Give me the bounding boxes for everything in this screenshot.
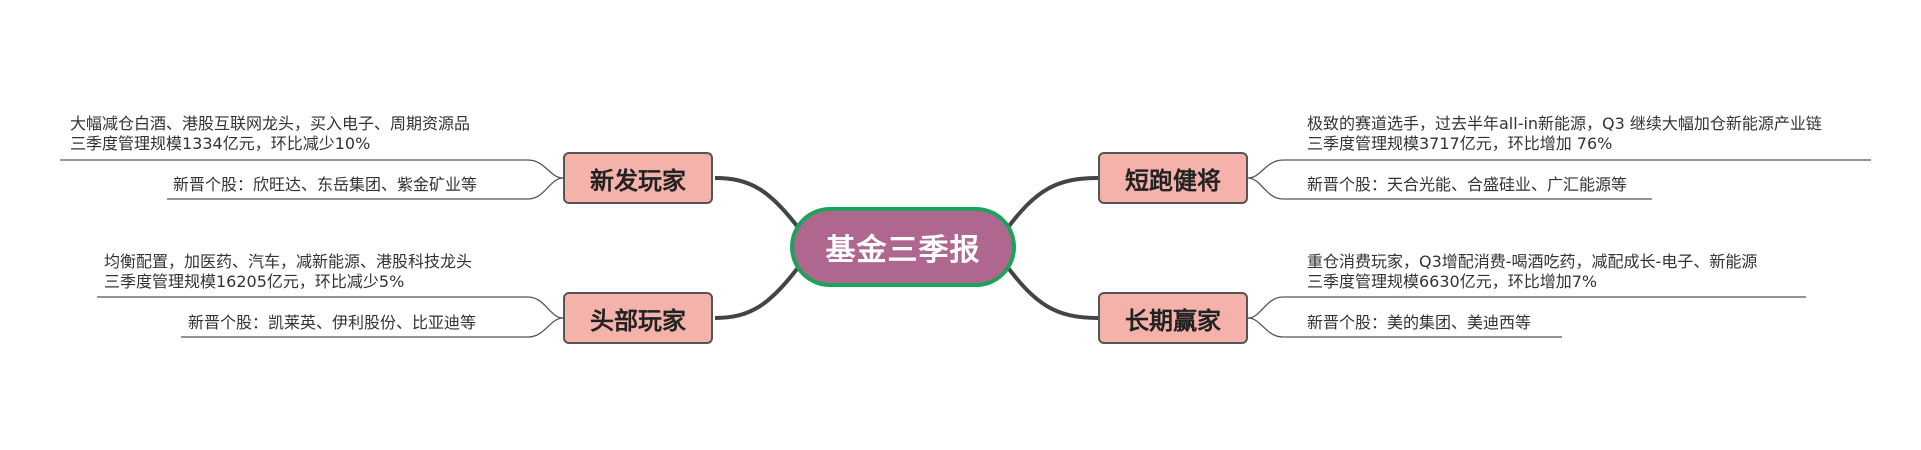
branch-xinfa[interactable]: 新发玩家 <box>563 152 713 204</box>
leaf-toubu-stocks[interactable]: 新晋个股：凯莱英、伊利股份、比亚迪等 <box>188 313 476 333</box>
leaf-changqi-summary[interactable]: 重仓消费玩家，Q3增配消费-喝酒吃药，减配成长-电子、新能源 三季度管理规模66… <box>1307 252 1757 292</box>
leaf-line-xinfa-2 <box>167 177 564 200</box>
center-topic[interactable]: 基金三季报 <box>790 207 1016 287</box>
branch-label: 长期赢家 <box>1125 306 1221 335</box>
branch-toubu[interactable]: 头部玩家 <box>563 292 713 344</box>
branch-label: 新发玩家 <box>590 166 686 195</box>
leaf-line-toubu-1 <box>97 296 564 319</box>
branch-label: 短跑健将 <box>1125 166 1221 195</box>
center-topic-label: 基金三季报 <box>825 233 981 268</box>
leaf-duanpao-stocks[interactable]: 新晋个股：天合光能、合盛硅业、广汇能源等 <box>1307 175 1627 195</box>
leaf-xinfa-summary[interactable]: 大幅减仓白酒、港股互联网龙头，买入电子、周期资源品 三季度管理规模1334亿元，… <box>70 114 470 154</box>
leaf-line: 重仓消费玩家，Q3增配消费-喝酒吃药，减配成长-电子、新能源 <box>1307 252 1758 271</box>
leaf-line-toubu-2 <box>181 317 564 338</box>
leaf-xinfa-stocks[interactable]: 新晋个股：欣旺达、东岳集团、紫金矿业等 <box>173 175 477 195</box>
leaf-line: 三季度管理规模1334亿元，环比减少10% <box>70 134 371 153</box>
leaf-line: 三季度管理规模16205亿元，环比减少5% <box>104 272 405 291</box>
leaf-line-changqi-2 <box>1247 317 1562 338</box>
leaf-line: 新晋个股：欣旺达、东岳集团、紫金矿业等 <box>173 175 478 194</box>
leaf-line: 大幅减仓白酒、港股互联网龙头，买入电子、周期资源品 <box>70 114 471 133</box>
leaf-line: 新晋个股：美的集团、美迪西等 <box>1307 313 1532 332</box>
connector-center-to-changqi <box>1004 263 1099 320</box>
leaf-line-duanpao-1 <box>1247 159 1871 179</box>
leaf-duanpao-summary[interactable]: 极致的赛道选手，过去半年all-in新能源，Q3 继续大幅加仓新能源产业链 三季… <box>1307 114 1822 154</box>
leaf-line: 三季度管理规模6630亿元，环比增加7% <box>1307 272 1598 291</box>
connector-center-to-xinfa <box>714 176 802 232</box>
leaf-line: 三季度管理规模3717亿元，环比增加 76% <box>1307 134 1613 153</box>
leaf-line: 新晋个股：凯莱英、伊利股份、比亚迪等 <box>188 313 477 332</box>
connector-center-to-toubu <box>714 263 802 320</box>
branch-label: 头部玩家 <box>590 306 686 335</box>
connector-center-to-duanpao <box>1004 176 1099 232</box>
leaf-line-changqi-1 <box>1247 296 1806 319</box>
leaf-line: 新晋个股：天合光能、合盛硅业、广汇能源等 <box>1307 175 1628 194</box>
leaf-line-duanpao-2 <box>1247 177 1652 200</box>
leaf-toubu-summary[interactable]: 均衡配置，加医药、汽车，减新能源、港股科技龙头 三季度管理规模16205亿元，环… <box>104 252 472 292</box>
leaf-line-xinfa-1 <box>60 159 564 179</box>
leaf-line: 均衡配置，加医药、汽车，减新能源、港股科技龙头 <box>104 252 473 271</box>
branch-duanpao[interactable]: 短跑健将 <box>1098 152 1248 204</box>
leaf-changqi-stocks[interactable]: 新晋个股：美的集团、美迪西等 <box>1307 313 1531 333</box>
branch-changqi[interactable]: 长期赢家 <box>1098 292 1248 344</box>
leaf-line: 极致的赛道选手，过去半年all-in新能源，Q3 继续大幅加仓新能源产业链 <box>1307 114 1822 133</box>
